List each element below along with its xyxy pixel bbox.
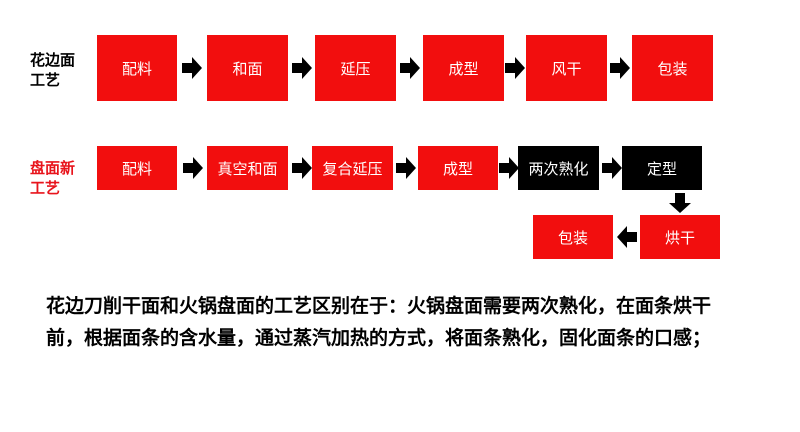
row1-arrow-1-icon <box>182 57 202 79</box>
row2-step-2: 真空和面 <box>207 146 288 190</box>
row2-down-arrow-icon <box>669 193 691 213</box>
row1-step-4: 成型 <box>423 35 504 101</box>
row3-step-packaging: 包装 <box>533 215 613 259</box>
row2-step-4: 成型 <box>418 146 498 190</box>
row1-arrow-4-icon <box>505 57 525 79</box>
row1-arrow-3-icon <box>400 57 420 79</box>
row1-step-1: 配料 <box>97 35 177 101</box>
row2-arrow-5-icon <box>602 157 622 179</box>
row1-step-6: 包装 <box>632 35 713 101</box>
row3-step-drying: 烘干 <box>640 215 720 259</box>
row1-step-2: 和面 <box>207 35 288 101</box>
row2-step-1: 配料 <box>97 146 177 190</box>
row2-arrow-1-icon <box>183 157 203 179</box>
row2-arrow-4-icon <box>499 157 519 179</box>
row2-arrow-2-icon <box>292 157 312 179</box>
row1-label-line2: 工艺 <box>30 71 61 89</box>
description-text: 花边刀削干面和火锅盘面的工艺区别在于：火锅盘面需要两次熟化，在面条烘干前，根据面… <box>46 295 712 349</box>
row2-label: 盘面新 工艺 <box>30 158 75 198</box>
row1-label: 花边面 工艺 <box>30 50 75 90</box>
row2-step-6: 定型 <box>622 146 702 190</box>
row2-label-line1: 盘面新 <box>30 159 76 177</box>
row2-label-line2: 工艺 <box>30 179 61 197</box>
row2-arrow-3-icon <box>396 157 416 179</box>
row3-left-arrow-icon <box>617 226 637 248</box>
row1-step-3: 延压 <box>315 35 396 101</box>
row2-step-3: 复合延压 <box>312 146 393 190</box>
row1-arrow-5-icon <box>610 57 630 79</box>
row1-step-5: 风干 <box>526 35 607 101</box>
row1-arrow-2-icon <box>292 57 312 79</box>
row2-step-5: 两次熟化 <box>518 146 599 190</box>
row1-label-line1: 花边面 <box>30 51 76 69</box>
